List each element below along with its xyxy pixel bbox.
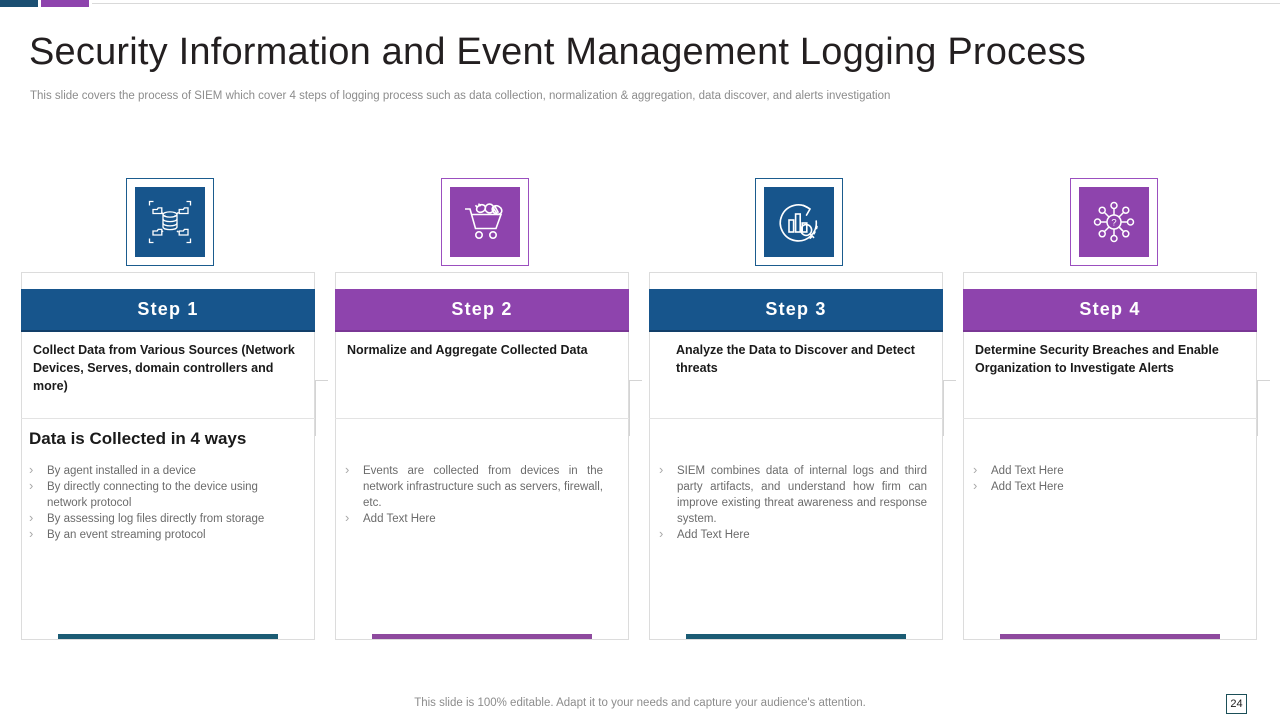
list-item: By assessing log files directly from sto… xyxy=(25,510,300,527)
list-item: Add Text Here xyxy=(655,526,927,543)
card-footbar-4 xyxy=(1000,634,1220,639)
step-description-4: Determine Security Breaches and Enable O… xyxy=(975,343,1219,375)
step-description-3: Analyze the Data to Discover and Detect … xyxy=(676,343,915,375)
list-item: Events are collected from devices in the… xyxy=(341,462,603,511)
step-card-1[interactable] xyxy=(21,272,315,640)
database-folders-icon xyxy=(135,187,205,257)
step-icon-badge-2 xyxy=(441,178,529,266)
network-question-icon: ? xyxy=(1079,187,1149,257)
analytics-search-icon xyxy=(764,187,834,257)
list-item: Add Text Here xyxy=(969,462,1244,479)
connector-tick-2 xyxy=(629,380,630,436)
step-badge-4: Step 4 xyxy=(963,289,1257,332)
step-icon-badge-4: ? xyxy=(1070,178,1158,266)
header-rule xyxy=(92,3,1280,4)
list-item: By an event streaming protocol xyxy=(25,526,300,543)
connector-tick-3 xyxy=(943,380,944,436)
step-icon-badge-3 xyxy=(755,178,843,266)
step-badge-3: Step 3 xyxy=(649,289,943,332)
list-item: By agent installed in a device xyxy=(25,462,300,479)
step-card-3[interactable] xyxy=(649,272,943,640)
card-footbar-1 xyxy=(58,634,278,639)
connector-tick-1 xyxy=(315,380,316,436)
accent-bar-blue xyxy=(0,0,38,7)
card-divider-3 xyxy=(649,418,943,419)
card-divider-1 xyxy=(21,418,315,419)
slide-subtitle: This slide covers the process of SIEM wh… xyxy=(30,90,891,102)
card-footbar-3 xyxy=(686,634,906,639)
slide-title: Security Information and Event Managemen… xyxy=(29,31,1086,73)
step-card-4[interactable] xyxy=(963,272,1257,640)
step-description-1: Collect Data from Various Sources (Netwo… xyxy=(33,343,295,393)
list-item: Add Text Here xyxy=(969,478,1244,495)
step-badge-2: Step 2 xyxy=(335,289,629,332)
step-card-2[interactable] xyxy=(335,272,629,640)
step-icon-badge-1 xyxy=(126,178,214,266)
footer-note: This slide is 100% editable. Adapt it to… xyxy=(414,697,866,709)
bullet-list-1: By agent installed in a device By direct… xyxy=(25,462,300,543)
bullet-list-3: SIEM combines data of internal logs and … xyxy=(655,462,927,543)
bullet-list-4: Add Text Here Add Text Here xyxy=(969,462,1244,495)
list-item: SIEM combines data of internal logs and … xyxy=(655,462,927,527)
page-number: 24 xyxy=(1226,694,1247,714)
step-description-2: Normalize and Aggregate Collected Data xyxy=(347,343,588,357)
connector-tick-4 xyxy=(1257,380,1258,436)
svg-text:?: ? xyxy=(1111,218,1116,229)
top-accent-strip xyxy=(0,0,1280,8)
list-item: By directly connecting to the device usi… xyxy=(25,478,300,511)
list-item: Add Text Here xyxy=(341,510,603,527)
card-divider-2 xyxy=(335,418,629,419)
card-footbar-2 xyxy=(372,634,592,639)
card-divider-4 xyxy=(963,418,1257,419)
bullet-list-2: Events are collected from devices in the… xyxy=(341,462,603,527)
accent-bar-purple xyxy=(41,0,89,7)
bullet-title-1: Data is Collected in 4 ways xyxy=(29,429,247,448)
step-badge-1: Step 1 xyxy=(21,289,315,332)
shopping-cart-icon xyxy=(450,187,520,257)
